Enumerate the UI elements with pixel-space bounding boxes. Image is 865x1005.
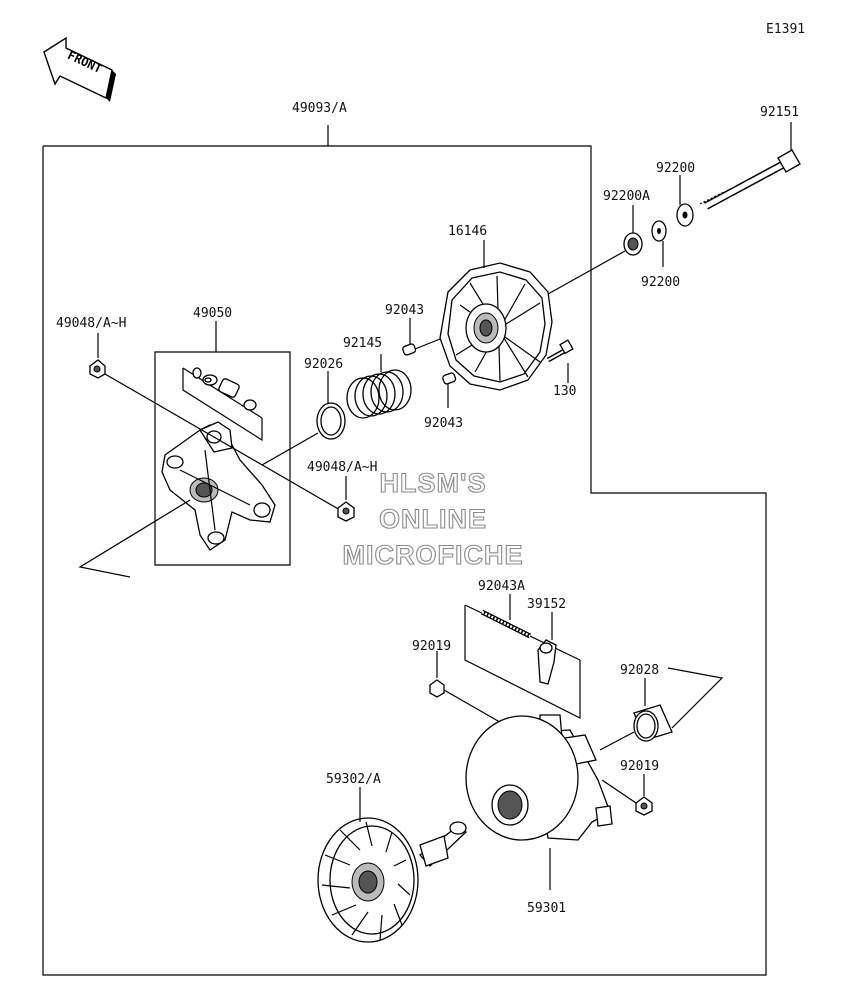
part-label-92019-right: 92019 <box>620 759 659 774</box>
part-label-92026: 92026 <box>304 357 343 372</box>
part-label-92200-top: 92200 <box>656 161 695 176</box>
part-label-92200A: 92200A <box>603 189 650 204</box>
part-label-49048-right: 49048/A~H <box>307 460 377 475</box>
part-label-49048-left: 49048/A~H <box>56 316 126 331</box>
ring-92026 <box>316 402 346 440</box>
part-label-16146: 16146 <box>448 224 487 239</box>
bearing-92200A <box>623 232 643 256</box>
roller-39152 <box>537 639 557 685</box>
part-label-92043-bottom: 92043 <box>424 416 463 431</box>
pin-92043A <box>480 609 532 639</box>
spider-16146 <box>439 262 553 391</box>
leader-92043-top-link <box>414 338 441 350</box>
part-label-49050: 49050 <box>193 306 232 321</box>
screw-130 <box>546 339 574 363</box>
roller-bushing <box>218 378 240 398</box>
pin-92043-bottom <box>442 372 457 385</box>
svg-text:HLSM'S: HLSM'S <box>380 468 487 498</box>
bushing-92028 <box>633 704 673 742</box>
nut-49048-left <box>89 359 106 379</box>
part-label-92145: 92145 <box>343 336 382 351</box>
part-label-92019-left: 92019 <box>412 639 451 654</box>
washer-small-b <box>243 399 257 411</box>
svg-text:ONLINE: ONLINE <box>379 504 487 534</box>
diagram-code: E1391 <box>766 22 805 37</box>
part-label-59302A: 59302/A <box>326 772 381 787</box>
fixed-sheave-59302A <box>317 817 468 943</box>
bolt-92151 <box>699 149 801 210</box>
box-49050-sub <box>182 368 263 442</box>
ramp-arm-assembly <box>161 421 276 551</box>
assembly-outline <box>42 145 767 976</box>
part-label-130: 130 <box>553 384 576 399</box>
part-label-49093A: 49093/A <box>292 101 347 116</box>
part-label-39152: 39152 <box>527 597 566 612</box>
nut-49048-right <box>337 501 355 522</box>
axis-line-92019 <box>443 689 506 726</box>
box-49050 <box>154 351 291 566</box>
pin-small <box>192 367 202 379</box>
nut-92019-left <box>429 679 445 698</box>
box-92043A <box>464 605 581 719</box>
front-arrow-icon: FRONT <box>43 36 116 102</box>
svg-text:MICROFICHE: MICROFICHE <box>343 540 524 570</box>
part-label-92028: 92028 <box>620 663 659 678</box>
axis-line-92028 <box>667 667 724 729</box>
axis-line-lower-left <box>78 499 191 578</box>
part-label-92043A: 92043A <box>478 579 525 594</box>
axis-line-nut <box>104 373 341 511</box>
part-label-92151: 92151 <box>760 105 799 120</box>
part-label-59301: 59301 <box>527 901 566 916</box>
moveable-sheave-59301 <box>465 714 613 841</box>
part-label-92043-top: 92043 <box>385 303 424 318</box>
pin-92043-top <box>402 343 417 356</box>
spring-92145 <box>346 369 412 419</box>
part-label-92200-bottom: 92200 <box>641 275 680 290</box>
nut-92019-right <box>635 796 653 816</box>
watermark: HLSM'S ONLINE MICROFICHE <box>342 467 524 570</box>
